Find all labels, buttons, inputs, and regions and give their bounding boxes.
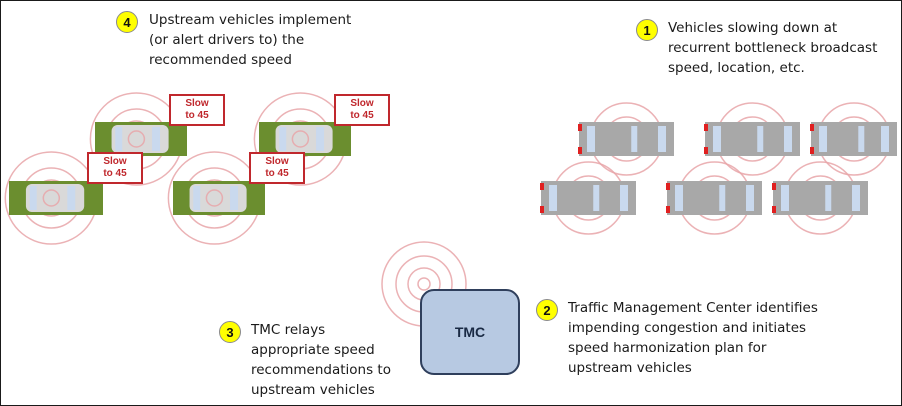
vehicle-window	[757, 126, 764, 152]
vehicle-window	[719, 185, 726, 211]
brake-light	[540, 183, 544, 190]
step-1-badge: 1	[636, 19, 658, 41]
vehicle-window	[587, 126, 595, 152]
tmc-box: TMC	[420, 289, 520, 375]
brake-light	[810, 124, 814, 131]
vehicle-window	[852, 185, 860, 211]
step-4-badge: 4	[116, 11, 138, 33]
signal-rings	[42, 189, 61, 207]
vehicle-window	[781, 185, 789, 211]
brake-light	[810, 147, 814, 154]
vehicle-window	[152, 127, 161, 151]
step-2-badge: 2	[536, 299, 558, 321]
vehicle-window	[279, 127, 287, 151]
vehicle-window	[549, 185, 557, 211]
step-3-text: TMC relays appropriate speed recommendat…	[251, 322, 391, 398]
vehicle-window	[819, 126, 827, 152]
vehicle-window	[620, 185, 628, 211]
speed-sign: Slow to 45	[87, 152, 143, 184]
brake-light	[578, 124, 582, 131]
vehicle-window	[713, 126, 721, 152]
step-1-text: Vehicles slowing down at recurrent bottl…	[668, 20, 878, 76]
brake-light	[704, 147, 708, 154]
signal-rings	[291, 130, 310, 148]
step-4-text: Upstream vehicles implement (or alert dr…	[149, 12, 352, 68]
tmc-broadcast-rings	[417, 277, 431, 291]
vehicle-window	[746, 185, 754, 211]
speed-sign: Slow to 45	[334, 94, 390, 126]
step-3-badge: 3	[219, 321, 241, 343]
vehicle-window	[316, 127, 325, 151]
speed-sign: Slow to 45	[249, 152, 305, 184]
brake-light	[666, 183, 670, 190]
tmc-label: TMC	[454, 324, 486, 340]
vehicle-window	[29, 186, 37, 210]
vehicle-window	[675, 185, 683, 211]
vehicle-window	[631, 126, 638, 152]
vehicle-window	[784, 126, 792, 152]
vehicle-window	[658, 126, 666, 152]
vehicle-window	[593, 185, 600, 211]
signal-rings	[127, 130, 146, 148]
brake-light	[772, 206, 776, 213]
brake-light	[772, 183, 776, 190]
brake-light	[578, 147, 582, 154]
vehicle-window	[67, 186, 76, 210]
speed-sign: Slow to 45	[169, 94, 225, 126]
vehicle-window	[825, 185, 832, 211]
vehicle-window	[115, 127, 123, 151]
brake-light	[666, 206, 670, 213]
brake-light	[540, 206, 544, 213]
vehicle-window	[230, 186, 239, 210]
signal-rings	[205, 189, 224, 207]
step-2-text: Traffic Management Center identifies imp…	[568, 300, 818, 376]
vehicle-window	[193, 186, 201, 210]
vehicle-window	[881, 126, 889, 152]
brake-light	[704, 124, 708, 131]
vehicle-window	[858, 126, 865, 152]
